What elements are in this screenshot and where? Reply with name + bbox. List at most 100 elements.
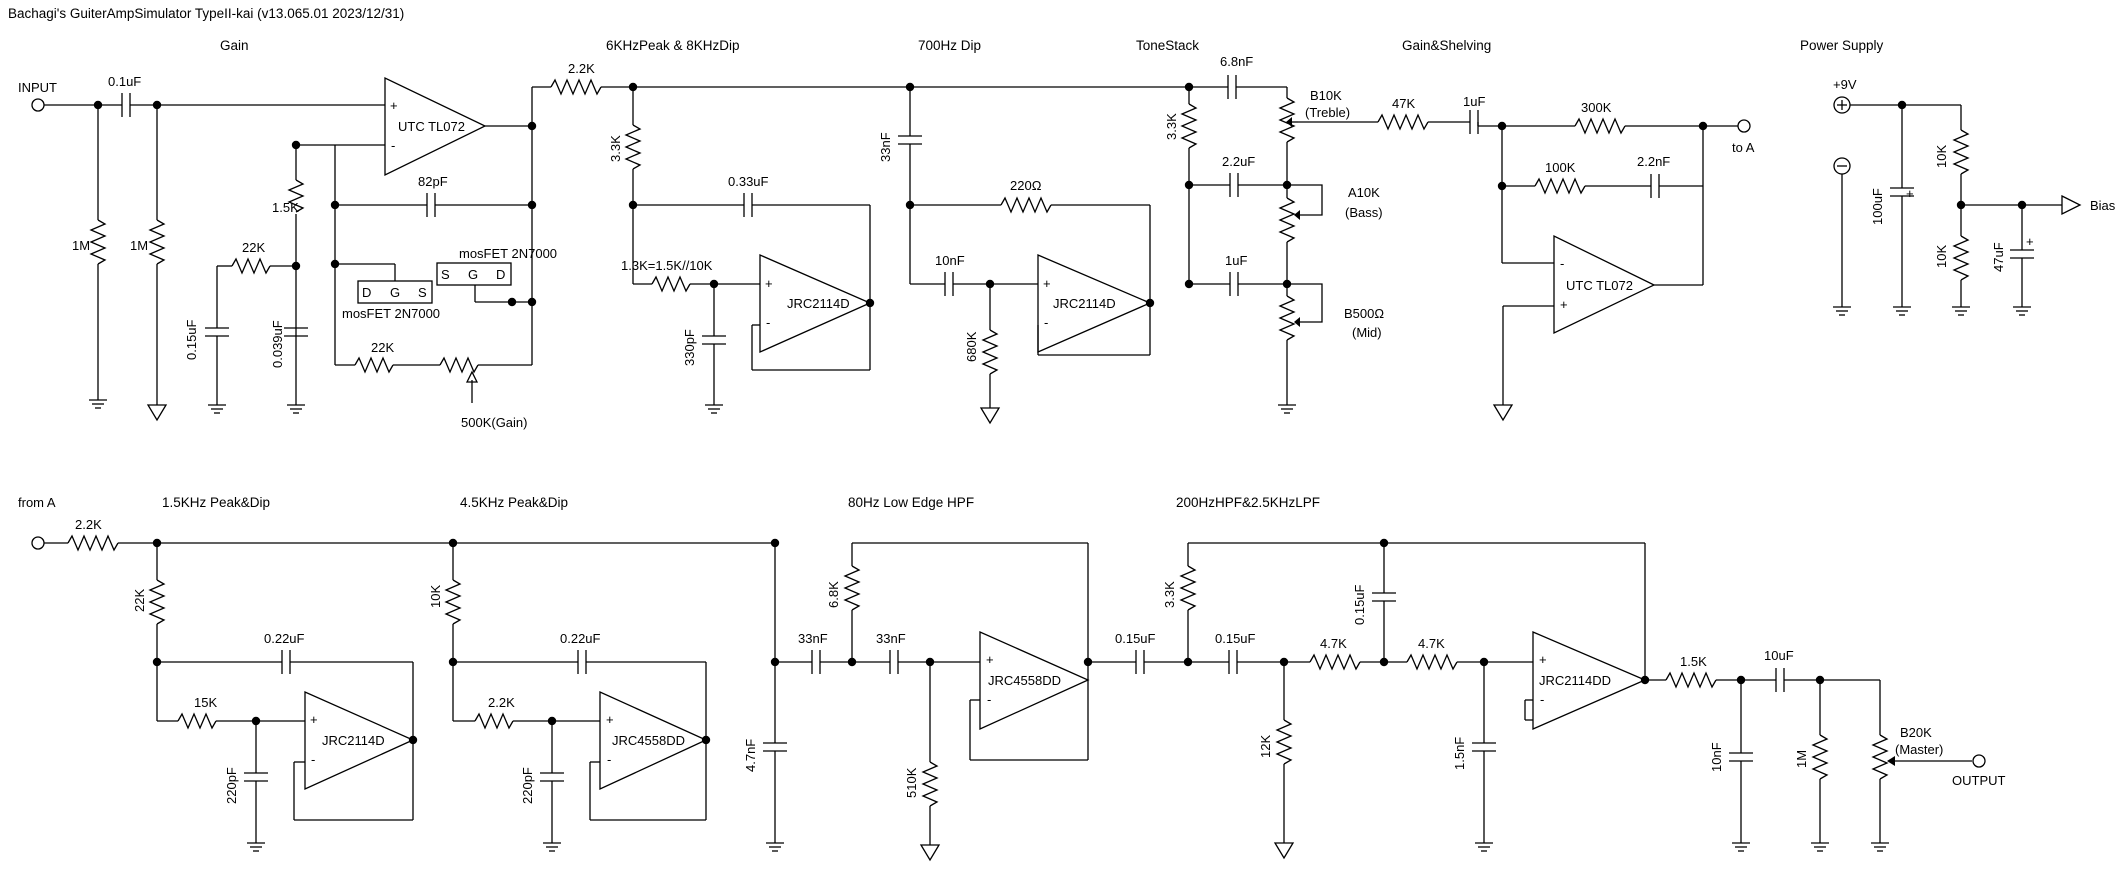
junction-dot (527, 121, 537, 131)
section-power: Power Supply (1800, 38, 1884, 53)
junction-dot (770, 538, 780, 548)
r-1M-b: 1M (130, 238, 148, 253)
junction-dot (1282, 180, 1292, 190)
junction-dot (865, 298, 875, 308)
junction-dot (905, 200, 915, 210)
junction-dot (152, 100, 162, 110)
svg-text:-: - (987, 692, 991, 707)
pot-b500: B500Ω (1344, 306, 1384, 321)
junction-dot (408, 735, 418, 745)
opamp-u1-label: UTC TL072 (398, 119, 465, 134)
pot-mid: (Mid) (1352, 325, 1382, 340)
c-2.2uF: 2.2uF (1222, 154, 1255, 169)
r-10K-b: 10K (1934, 245, 1949, 268)
svg-text:+: + (1539, 652, 1547, 667)
junction-dot (448, 538, 458, 548)
c-0.15uF-c: 0.15uF (1215, 631, 1256, 646)
junction-dot (291, 261, 301, 271)
c-0.039uF: 0.039uF (270, 320, 285, 368)
junction-dot (1145, 298, 1155, 308)
pot-500K-gain: 500K(Gain) (461, 415, 527, 430)
junction-dot (628, 82, 638, 92)
junction-dot (251, 716, 261, 726)
pot-treble: (Treble) (1305, 105, 1350, 120)
opamp-u3 (1037, 254, 1152, 353)
r-510K: 510K (904, 767, 919, 798)
r-220: 220Ω (1010, 178, 1042, 193)
r-1M-c: 1M (1794, 750, 1809, 768)
opamp-u4 (1553, 234, 1656, 335)
mosfet-2-label: mosFET 2N7000 (459, 246, 557, 261)
svg-text:-: - (766, 315, 770, 330)
output-terminal (1972, 754, 1986, 768)
from-a-terminal (31, 536, 45, 550)
junction-dot (1379, 657, 1389, 667)
c-330pF: 330pF (682, 329, 697, 366)
c-47uF: 47uF (1991, 242, 2006, 272)
junction-dot (93, 100, 103, 110)
junction-dot (448, 657, 458, 667)
diagram-title: Bachagi's GuiterAmpSimulator TypeII-kai … (8, 6, 404, 21)
svg-text:+: + (765, 276, 773, 291)
junction-dot (1736, 675, 1746, 685)
c-0.15uF-d: 0.15uF (1352, 584, 1367, 625)
junction-dot (1279, 657, 1289, 667)
r-10K-c: 10K (428, 585, 443, 608)
section-gainshelving: Gain&Shelving (1402, 38, 1491, 53)
c-10nF-b: 10nF (1709, 742, 1724, 772)
opamp-u6-label: JRC4558DD (612, 733, 685, 748)
junction-dot (701, 735, 711, 745)
section-700: 700Hz Dip (918, 38, 981, 53)
svg-text:-: - (607, 752, 611, 767)
c-0.22uF-a: 0.22uF (264, 631, 305, 646)
r-1.5K: 1.5K (272, 200, 299, 215)
section-80hz: 80Hz Low Edge HPF (848, 495, 974, 510)
c-33nF-b: 33nF (798, 631, 828, 646)
junction-dot (1184, 279, 1194, 289)
svg-text:G: G (468, 267, 478, 282)
opamp-u2-label: JRC2114D (787, 296, 850, 311)
junction-dot (507, 297, 517, 307)
junction-dot (1183, 657, 1193, 667)
pot-b10k: B10K (1310, 88, 1342, 103)
r-100K: 100K (1545, 160, 1576, 175)
r-47K: 47K (1392, 96, 1415, 111)
r-12K: 12K (1258, 735, 1273, 758)
r-3.3K-a: 3.3K (608, 135, 623, 162)
section-200hz: 200HzHPF&2.5KHzLPF (1176, 495, 1320, 510)
r-10K-a: 10K (1934, 145, 1949, 168)
junction-dot (628, 200, 638, 210)
r-680K: 680K (964, 331, 979, 362)
c-100uF: 100uF (1870, 188, 1885, 225)
c-33nF-c: 33nF (876, 631, 906, 646)
opamp-u2 (759, 254, 872, 354)
r-6.8K: 6.8K (826, 581, 841, 608)
junction-dot (547, 716, 557, 726)
junction-dot (527, 200, 537, 210)
svg-text:D: D (362, 285, 371, 300)
pot-bass: (Bass) (1345, 205, 1383, 220)
pot-b20k: B20K (1900, 725, 1932, 740)
r-2.2K-a: 2.2K (568, 61, 595, 76)
c-0.15uF-b: 0.15uF (1115, 631, 1156, 646)
junction-dot (709, 279, 719, 289)
c-10uF: 10uF (1764, 648, 1794, 663)
junction-dot (1083, 657, 1093, 667)
opamp-u5 (304, 690, 415, 791)
junction-dot (925, 657, 935, 667)
r-3.3K-b: 3.3K (1164, 113, 1179, 140)
c-82pF: 82pF (418, 174, 448, 189)
svg-text:S: S (418, 285, 427, 300)
to-a-label: to A (1732, 140, 1755, 155)
svg-text:S: S (441, 267, 450, 282)
r-4.7K-b: 4.7K (1418, 636, 1445, 651)
svg-text:+: + (986, 652, 994, 667)
junction-dot (1640, 675, 1650, 685)
opamp-u7-label: JRC4558DD (988, 673, 1061, 688)
svg-text:G: G (390, 285, 400, 300)
r-1M-a: 1M (72, 238, 90, 253)
svg-text:+: + (2026, 234, 2034, 249)
c-6.8nF: 6.8nF (1220, 54, 1253, 69)
pot-master: (Master) (1895, 742, 1943, 757)
